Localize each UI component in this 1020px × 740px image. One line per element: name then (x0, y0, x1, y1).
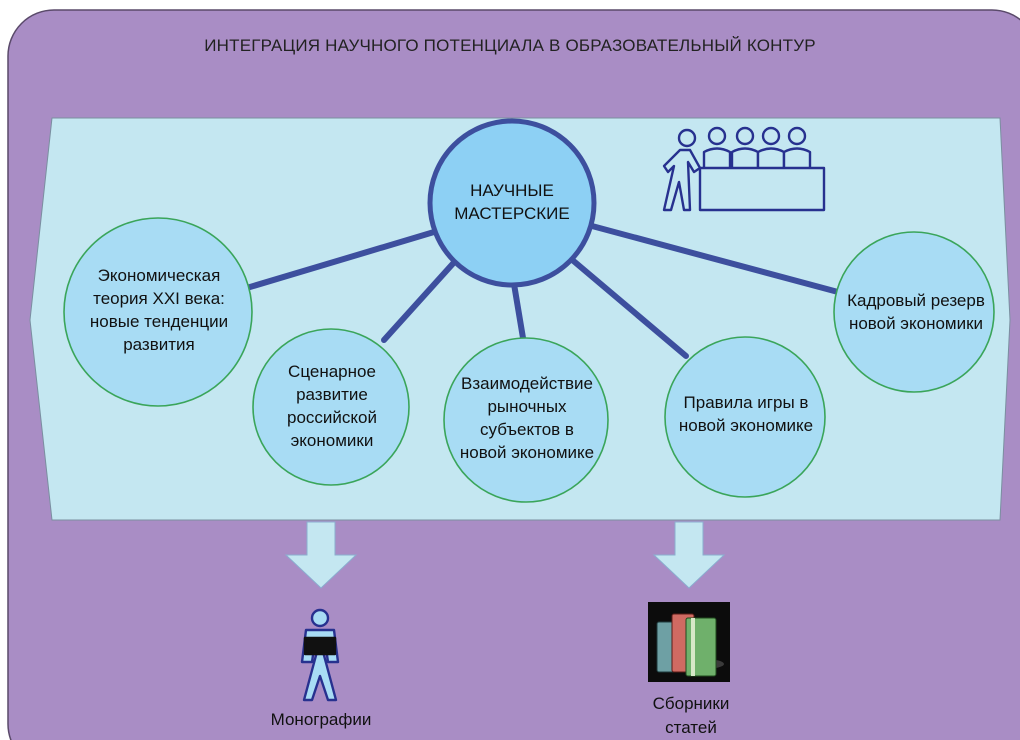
hub-circle (427, 118, 597, 288)
reader-person-icon (300, 608, 340, 702)
output-label: Монографии (270, 710, 372, 729)
node-circle (63, 217, 253, 407)
node-label: Кадровый резерв новой экономики (847, 291, 985, 333)
down-arrow (652, 521, 726, 589)
books-icon (648, 602, 730, 682)
node-circle (664, 336, 826, 498)
down-arrow (284, 521, 358, 589)
connector-line (567, 255, 689, 359)
diagram-title: ИНТЕГРАЦИЯ НАУЧНОГО ПОТЕНЦИАЛА В ОБРАЗОВ… (204, 36, 816, 55)
node-label: Правила игры в новой экономике (678, 393, 814, 435)
node-circle (833, 231, 995, 393)
node-label: Взаимодействие рыночных субъектов в ново… (459, 374, 595, 462)
connectors (237, 223, 841, 359)
node-label: Экономическая теория XXI века: новые тен… (89, 266, 229, 354)
output-label: Сборники статей (652, 694, 730, 737)
meeting-people-icon (662, 126, 826, 212)
node-circles (63, 118, 995, 503)
node-label: Сценарное развитие российской экономики (287, 362, 377, 450)
connector-line (381, 255, 461, 343)
node-circle (443, 337, 609, 503)
connector-line (589, 223, 841, 295)
connector-line (237, 229, 437, 293)
node-circle (252, 328, 410, 486)
hub-label: НАУЧНЫЕ МАСТЕРСКИЕ (454, 181, 570, 223)
